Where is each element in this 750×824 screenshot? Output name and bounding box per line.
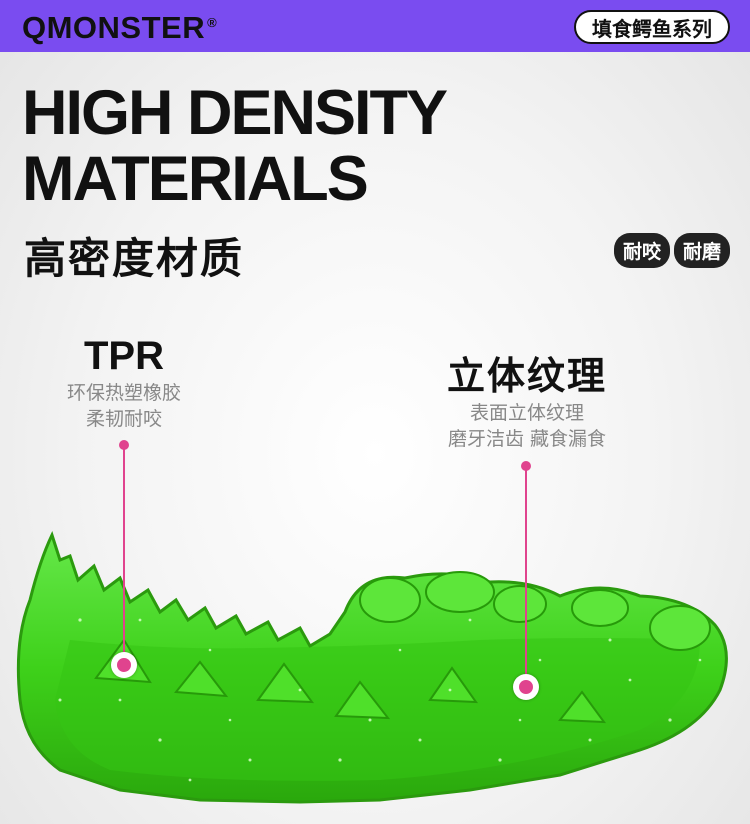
- callout-texture-desc-1: 表面立体纹理: [469, 402, 584, 424]
- headline-line-1: HIGH DENSITY: [22, 78, 448, 148]
- pointer-start-dot-left: [119, 440, 129, 450]
- headline: HIGH DENSITY MATERIALS: [22, 78, 448, 214]
- pointer-line-right: [525, 469, 527, 674]
- callout-texture-desc-2: 磨牙洁齿 藏食漏食: [447, 428, 607, 450]
- pointer-start-dot-right: [521, 461, 531, 471]
- callout-tpr-desc-1: 环保热塑橡胶: [66, 382, 181, 404]
- headline-line-2: MATERIALS: [22, 144, 369, 214]
- top-banner: QMONSTER® 填食鳄鱼系列: [0, 0, 750, 52]
- callout-tpr-desc-2: 柔韧耐咬: [85, 408, 162, 430]
- callout-texture-title: 立体纹理: [446, 354, 607, 398]
- brand-logo: QMONSTER®: [22, 10, 218, 45]
- callout-texture: 立体纹理 表面立体纹理 磨牙洁齿 藏食漏食: [412, 352, 642, 452]
- series-badge: 填食鳄鱼系列: [574, 10, 730, 44]
- pointer-line-left: [123, 448, 125, 652]
- pointer-end-dot-right: [513, 674, 539, 700]
- callout-tpr: TPR 环保热塑橡胶 柔韧耐咬: [40, 332, 208, 432]
- tag-bite-resistant: 耐咬: [613, 233, 670, 268]
- callout-tpr-title: TPR: [84, 334, 164, 378]
- subheading: 高密度材质: [24, 234, 245, 283]
- tag-wear-resistant: 耐磨: [673, 233, 730, 268]
- feature-tags: 耐咬 耐磨: [613, 233, 730, 268]
- pointer-end-dot-left: [111, 652, 137, 678]
